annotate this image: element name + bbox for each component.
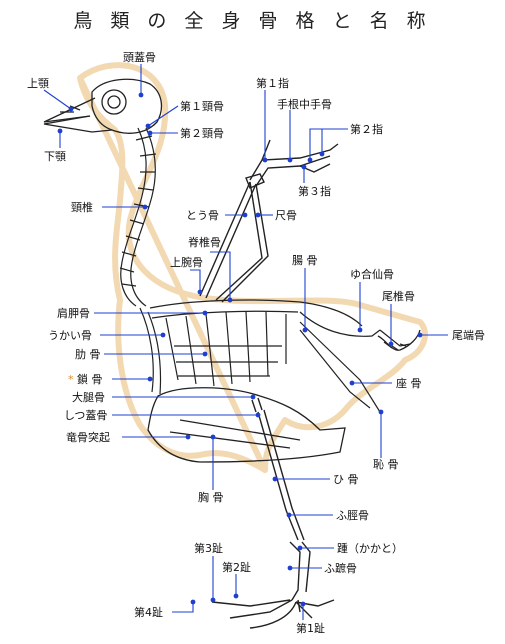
- label-kakato: 踵（かかと）: [337, 542, 403, 555]
- label-bitsuikotsu: 尾椎骨: [382, 290, 415, 303]
- label-shukonchushukotsu: 手根中手骨: [277, 98, 332, 111]
- leader-dai4shi-foot: [172, 602, 194, 613]
- leader-dai2shi: [309, 128, 348, 160]
- label-tougaikotsu: 頭蓋骨: [123, 51, 156, 64]
- label-jouwankotsu: 上腕骨: [170, 256, 203, 269]
- leader-lines: [43, 64, 448, 620]
- label-zakotsu: 座 骨: [396, 377, 422, 390]
- leader-sekitsuikotsu: [210, 251, 231, 300]
- label-dai2keitsui: 第２頸骨: [180, 127, 224, 140]
- body-outline: [77, 62, 428, 473]
- leader-jouwankotsu: [190, 269, 201, 292]
- label-shakkotsu: 尺骨: [275, 209, 297, 222]
- label-keitsui: 頸椎: [71, 201, 93, 214]
- label-sekitsuikotsu: 脊椎骨: [188, 236, 221, 249]
- label-shitsugaikotsu: しつ蓋骨: [64, 409, 108, 422]
- label-toukotsu: とう骨: [186, 209, 219, 222]
- label-kyokotsutoki: 竜骨突起: [66, 431, 110, 444]
- label-bitankotsu: 尾端骨: [452, 329, 485, 342]
- label-kagaku: 下顎: [44, 150, 66, 163]
- label-dai1shi-foot: 第1趾: [296, 622, 325, 635]
- label-choukotsu: 腸 骨: [292, 254, 318, 267]
- leader-dots: [57, 92, 423, 607]
- label-dai1keitsui: 第１頸骨: [180, 100, 224, 113]
- label-jougaku: 上顎: [27, 77, 49, 90]
- neck-vertebrae: [119, 127, 157, 307]
- label-kenkoukotsu: 肩胛骨: [57, 307, 90, 320]
- label-ukaikotsu: うかい骨: [48, 329, 92, 342]
- leader-dai1keitsui: [147, 105, 179, 127]
- tail: [377, 329, 421, 351]
- label-hikotsu: ひ 骨: [333, 473, 359, 486]
- diagram-title: 鳥 類 の 全 身 骨 格 と 名 称: [73, 10, 432, 32]
- sternum: [147, 387, 346, 463]
- label-rokkotsu: 肋 骨: [75, 348, 101, 361]
- label-dai1shi: 第１指: [256, 77, 289, 90]
- label-kyoukotsu: 胸 骨: [198, 491, 224, 504]
- label-dai2shi: 第２指: [350, 123, 383, 136]
- leg: [211, 397, 335, 629]
- label-yugousenkotsu: ゆ合仙骨: [350, 268, 394, 281]
- label-chikotsu: 恥 骨: [373, 458, 399, 471]
- label-fushokotsu: ふ蹠骨: [324, 562, 357, 575]
- leader-jougaku: [43, 89, 72, 110]
- skull: [43, 78, 163, 134]
- label-dai3shi-foot: 第3趾: [194, 542, 223, 555]
- label-dai2shi-foot: 第2趾: [222, 561, 251, 574]
- label-dai3shi: 第３指: [298, 185, 331, 198]
- label-daitaikotsu: 大腿骨: [72, 391, 105, 404]
- label-dai4shi-foot: 第4趾: [134, 606, 163, 619]
- wing: [199, 139, 339, 303]
- torso: [139, 299, 411, 413]
- label-sakotsu: 鎖 骨: [77, 373, 103, 386]
- label-fukeikotsu: ふ脛骨: [336, 509, 369, 522]
- label-sakotsu-star: *: [68, 373, 74, 386]
